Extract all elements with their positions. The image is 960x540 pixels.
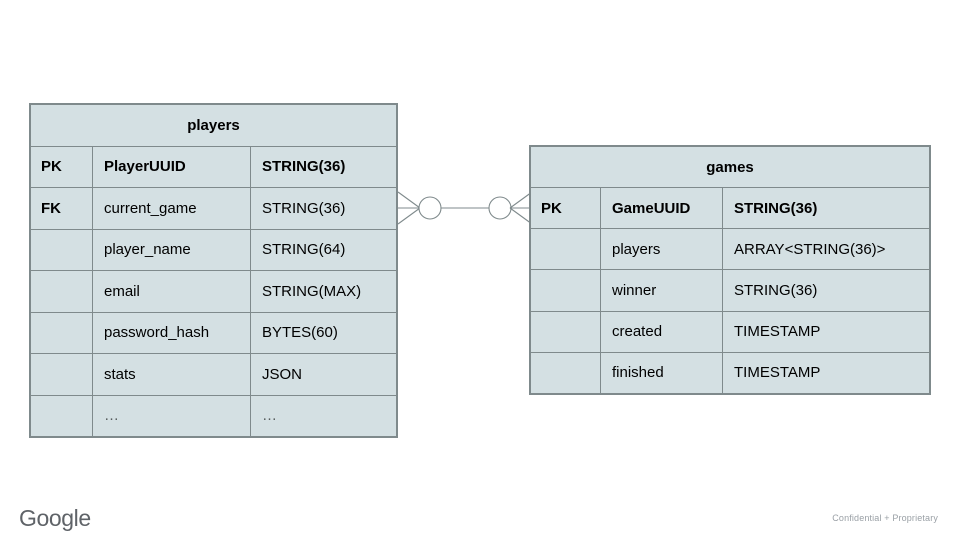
confidential-notice: Confidential + Proprietary [832,513,938,523]
crowsfoot-right-upper [509,191,533,209]
table-row[interactable]: PK GameUUID STRING(36) [530,187,930,230]
entity-players-title-row: players [30,104,397,147]
table-row[interactable]: player_name STRING(64) [30,228,397,271]
table-row[interactable]: PK PlayerUUID STRING(36) [30,145,397,188]
row-key-badge: FK [30,187,93,230]
row-key-badge [30,353,93,396]
table-row[interactable]: FK current_game STRING(36) [30,187,397,230]
row-column-type: STRING(36) [250,187,397,230]
crowsfoot-right-lower [509,207,533,225]
table-row[interactable]: … … [30,394,397,437]
relationship-connector-players-games[interactable] [390,180,540,236]
entity-players[interactable]: players PK PlayerUUID STRING(36) FK curr… [29,103,398,438]
row-column-type: … [250,394,397,437]
table-row[interactable]: players ARRAY<STRING(36)> [530,228,930,271]
row-column-type: TIMESTAMP [722,310,930,353]
table-row[interactable]: created TIMESTAMP [530,310,930,353]
row-key-badge [530,351,601,395]
row-column-type: STRING(36) [250,145,397,188]
table-row[interactable]: finished TIMESTAMP [530,351,930,395]
row-column-name: PlayerUUID [92,145,251,188]
row-column-name: created [600,310,723,353]
table-row[interactable]: email STRING(MAX) [30,270,397,313]
row-column-type: STRING(36) [722,269,930,312]
row-column-type: STRING(36) [722,187,930,230]
google-logo: Google [19,505,91,531]
row-key-badge [30,228,93,271]
row-column-type: STRING(MAX) [250,270,397,313]
row-column-name: stats [92,353,251,396]
row-column-type: BYTES(60) [250,311,397,354]
table-row[interactable]: password_hash BYTES(60) [30,311,397,354]
entity-games-table: games PK GameUUID STRING(36) players ARR… [530,145,930,395]
row-key-badge [30,311,93,354]
row-column-name: winner [600,269,723,312]
table-row[interactable]: stats JSON [30,353,397,396]
row-key-badge: PK [530,187,601,230]
row-column-name: current_game [92,187,251,230]
crowsfoot-left-upper [397,191,421,209]
table-row[interactable]: winner STRING(36) [530,269,930,312]
entity-players-title: players [30,104,397,147]
row-column-name: player_name [92,228,251,271]
row-key-badge [530,228,601,271]
row-column-type: ARRAY<STRING(36)> [722,228,930,271]
row-column-type: JSON [250,353,397,396]
row-key-badge [530,269,601,312]
crowsfoot-left-lower [397,207,421,225]
row-column-name: email [92,270,251,313]
row-column-name: players [600,228,723,271]
entity-games-title: games [530,145,930,189]
row-column-name: … [92,394,251,437]
row-key-badge [530,310,601,353]
row-key-badge [30,270,93,313]
row-key-badge: PK [30,145,93,188]
entity-players-table: players PK PlayerUUID STRING(36) FK curr… [30,104,397,437]
row-column-name: finished [600,351,723,395]
row-column-name: password_hash [92,311,251,354]
row-column-type: STRING(64) [250,228,397,271]
row-column-type: TIMESTAMP [722,351,930,395]
entity-games-title-row: games [530,145,930,189]
optionality-circle-left [418,196,442,220]
optionality-circle-right [488,196,512,220]
row-key-badge [30,394,93,437]
entity-games[interactable]: games PK GameUUID STRING(36) players ARR… [529,145,931,395]
row-column-name: GameUUID [600,187,723,230]
